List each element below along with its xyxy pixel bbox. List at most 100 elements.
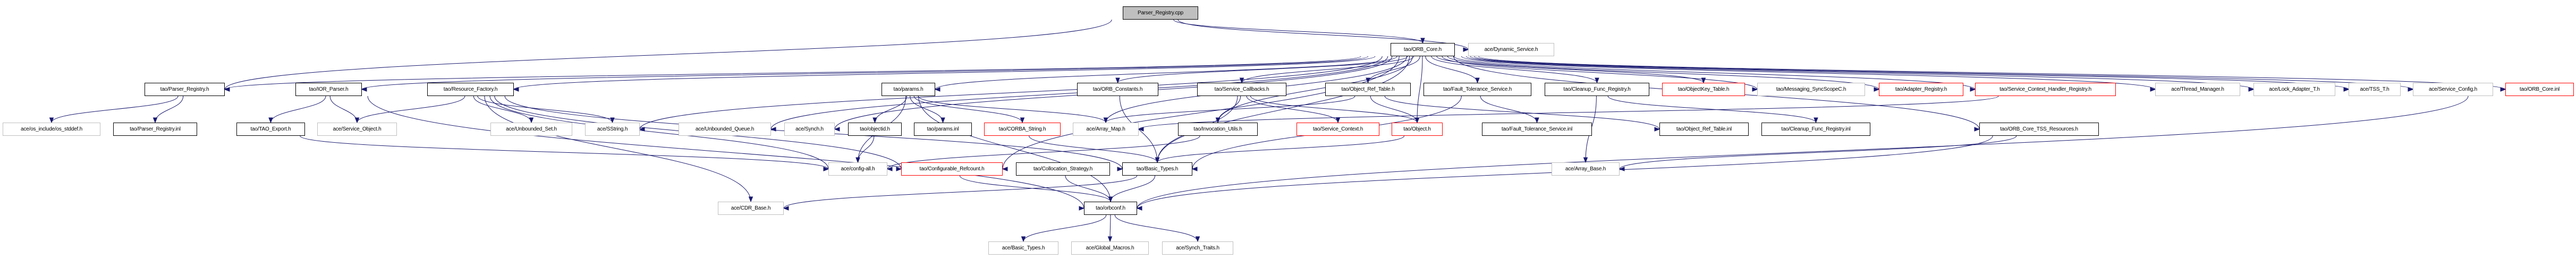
arrowhead-icon: [1595, 77, 1599, 84]
graph-node-corba-string[interactable]: tao/CORBA_String.h: [984, 123, 1061, 136]
node-label: tao/params.inl: [927, 126, 959, 132]
graph-node-root[interactable]: Parser_Registry.cpp: [1123, 6, 1198, 20]
graph-node-parser-registry-h[interactable]: tao/Parser_Registry.h: [145, 83, 225, 96]
edge-configurable_refcount-to-orbconf: [959, 175, 1111, 202]
graph-node-messaging-sync[interactable]: tao/Messaging_SyncScopeC.h: [1757, 83, 1865, 96]
arrowhead-icon: [1752, 87, 1758, 92]
graph-node-resource-factory[interactable]: tao/Resource_Factory.h: [427, 83, 514, 96]
graph-node-array-map[interactable]: ace/Array_Map.h: [1073, 123, 1139, 136]
node-label: tao/Fault_Tolerance_Service.inl: [1501, 126, 1573, 132]
graph-node-object-ref-table-h[interactable]: tao/Object_Ref_Table.h: [1325, 83, 1411, 96]
node-label: ace/Array_Map.h: [1086, 126, 1125, 132]
arrowhead-icon: [783, 206, 789, 211]
graph-node-params-inl[interactable]: tao/params.inl: [914, 123, 972, 136]
graph-node-invocation-utils[interactable]: tao/Invocation_Utils.h: [1178, 123, 1258, 136]
graph-node-cleanup-inl[interactable]: tao/Cleanup_Func_Registry.inl: [1761, 123, 1870, 136]
edge-object_ref_table_h-to-array_map: [1105, 96, 1355, 123]
node-label: tao/ObjectKey_Table.h: [1677, 86, 1730, 92]
node-label: tao/Collocation_Strategy.h: [1033, 166, 1093, 172]
graph-node-tao-basic-types[interactable]: tao/Basic_Types.h: [1122, 162, 1192, 176]
arrowhead-icon: [1155, 157, 1160, 163]
graph-node-sstring[interactable]: ace/SString.h: [585, 123, 640, 136]
arrowhead-icon: [1002, 167, 1008, 171]
graph-node-objectid[interactable]: tao/objectid.h: [848, 123, 902, 136]
graph-node-ior-parser[interactable]: tao/IOR_Parser.h: [295, 83, 362, 96]
graph-node-ft-service-inl[interactable]: tao/Fault_Tolerance_Service.inl: [1482, 123, 1592, 136]
graph-node-cdr-base[interactable]: ace/CDR_Base.h: [718, 202, 784, 215]
node-label: tao/Object_Ref_Table.inl: [1676, 126, 1732, 132]
arrowhead-icon: [1814, 117, 1818, 124]
arrowhead-icon: [1463, 47, 1469, 52]
edge-ior_parser-to-orbconf: [367, 96, 1084, 209]
graph-node-object-ref-table-inl[interactable]: tao/Object_Ref_Table.inl: [1659, 123, 1749, 136]
graph-node-orb-core-h[interactable]: tao/ORB_Core.h: [1391, 43, 1455, 56]
arrowhead-icon: [1970, 87, 1976, 92]
edge-collocation_strategy-to-orbconf: [1065, 175, 1111, 202]
graph-node-global-macros[interactable]: ace/Global_Macros.h: [1071, 241, 1149, 255]
arrowhead-icon: [361, 87, 367, 92]
graph-node-array-base[interactable]: ace/Array_Base.h: [1552, 162, 1620, 176]
node-label: tao/Fault_Tolerance_Service.h: [1443, 86, 1512, 92]
edge-orb_core_inl-to-orbconf: [1137, 96, 2469, 209]
graph-node-synch[interactable]: ace/Synch.h: [784, 123, 835, 136]
arrowhead-icon: [934, 87, 940, 92]
edge-resource_factory-to-sstring: [477, 96, 613, 123]
edge-resource_factory-to-config_all: [489, 96, 829, 169]
graph-node-lock-adapter[interactable]: ace/Lock_Adapter_T.h: [2253, 83, 2335, 96]
arrowhead-icon: [896, 167, 902, 171]
graph-node-thread-manager[interactable]: ace/Thread_Manager.h: [2155, 83, 2240, 96]
graph-node-orb-core-tss[interactable]: tao/ORB_Core_TSS_Resources.h: [1979, 123, 2099, 136]
edge-orb_core_h-to-params_h: [935, 56, 1397, 90]
graph-node-orb-constants[interactable]: tao/ORB_Constants.h: [1077, 83, 1158, 96]
graph-node-synch-traits[interactable]: ace/Synch_Traits.h: [1162, 241, 1233, 255]
graph-node-ft-service-h[interactable]: tao/Fault_Tolerance_Service.h: [1423, 83, 1531, 96]
graph-node-cleanup-h[interactable]: tao/Cleanup_Func_Registry.h: [1545, 83, 1649, 96]
edge-params_h-to-orbconf: [918, 96, 1111, 202]
edge-orb_core_h-to-configurable_refcount: [1002, 56, 1400, 169]
graph-node-config-all[interactable]: ace/config-all.h: [828, 162, 887, 176]
graph-node-unbounded-set[interactable]: ace/Unbounded_Set.h: [490, 123, 572, 136]
node-label: tao/Service_Context.h: [1312, 126, 1363, 132]
graph-node-objectkey-table[interactable]: tao/ObjectKey_Table.h: [1662, 83, 1745, 96]
graph-node-object-h[interactable]: tao/Object.h: [1392, 123, 1443, 136]
node-label: ace/Unbounded_Set.h: [506, 126, 557, 132]
graph-node-sch-registry[interactable]: tao/Service_Context_Handler_Registry.h: [1975, 83, 2116, 96]
graph-node-tss-t[interactable]: ace/TSS_T.h: [2349, 83, 2401, 96]
edge-params_h-to-array_map: [918, 96, 1106, 123]
graph-node-orbconf[interactable]: tao/orbconf.h: [1084, 202, 1137, 215]
node-label: tao/ORB_Core.h: [1403, 47, 1442, 53]
graph-node-ace-basic-types[interactable]: ace/Basic_Types.h: [988, 241, 1058, 255]
node-label: tao/CORBA_String.h: [998, 126, 1046, 132]
arrowhead-icon: [1619, 167, 1625, 171]
graph-node-unbounded-queue[interactable]: ace/Unbounded_Queue.h: [679, 123, 771, 136]
graph-node-os-stddef[interactable]: ace/os_include/os_stddef.h: [3, 123, 100, 136]
graph-node-service-context[interactable]: tao/Service_Context.h: [1297, 123, 1379, 136]
graph-node-service-object[interactable]: ace/Service_Object.h: [317, 123, 397, 136]
graph-node-orb-core-inl[interactable]: tao/ORB_Core.inl: [2505, 83, 2574, 96]
graph-node-configurable-refcount[interactable]: tao/Configurable_Refcount.h: [901, 162, 1003, 176]
arrowhead-icon: [529, 117, 534, 124]
node-label: ace/Service_Object.h: [333, 126, 382, 132]
graph-node-service-callbacks[interactable]: tao/Service_Callbacks.h: [1197, 83, 1286, 96]
node-label: ace/Array_Base.h: [1565, 166, 1606, 172]
node-label: ace/Basic_Types.h: [1002, 245, 1045, 251]
arrowhead-icon: [2248, 87, 2255, 92]
arrowhead-icon: [834, 127, 840, 132]
graph-node-adapter-registry[interactable]: tao/Adapter_Registry.h: [1879, 83, 1963, 96]
arrowhead-icon: [1414, 117, 1420, 124]
arrowhead-icon: [1107, 236, 1113, 242]
node-label: tao/Configurable_Refcount.h: [919, 166, 985, 172]
arrowhead-icon: [1020, 117, 1025, 124]
edge-resource_factory-to-unbounded_set: [473, 96, 532, 123]
arrowhead-icon: [886, 167, 893, 171]
node-label: ace/CDR_Base.h: [731, 205, 771, 211]
graph-node-service-config[interactable]: ace/Service_Config.h: [2413, 83, 2493, 96]
graph-node-params-h[interactable]: tao/params.h: [882, 83, 935, 96]
node-label: tao/Cleanup_Func_Registry.inl: [1781, 126, 1851, 132]
edge-params_h-to-objectid: [875, 96, 907, 123]
graph-node-parser-registry-inl[interactable]: tao/Parser_Registry.inl: [113, 123, 197, 136]
graph-node-collocation-strategy[interactable]: tao/Collocation_Strategy.h: [1016, 162, 1110, 176]
graph-node-dynamic-service[interactable]: ace/Dynamic_Service.h: [1468, 43, 1554, 56]
graph-node-tao-export[interactable]: tao/TAO_Export.h: [236, 123, 305, 136]
